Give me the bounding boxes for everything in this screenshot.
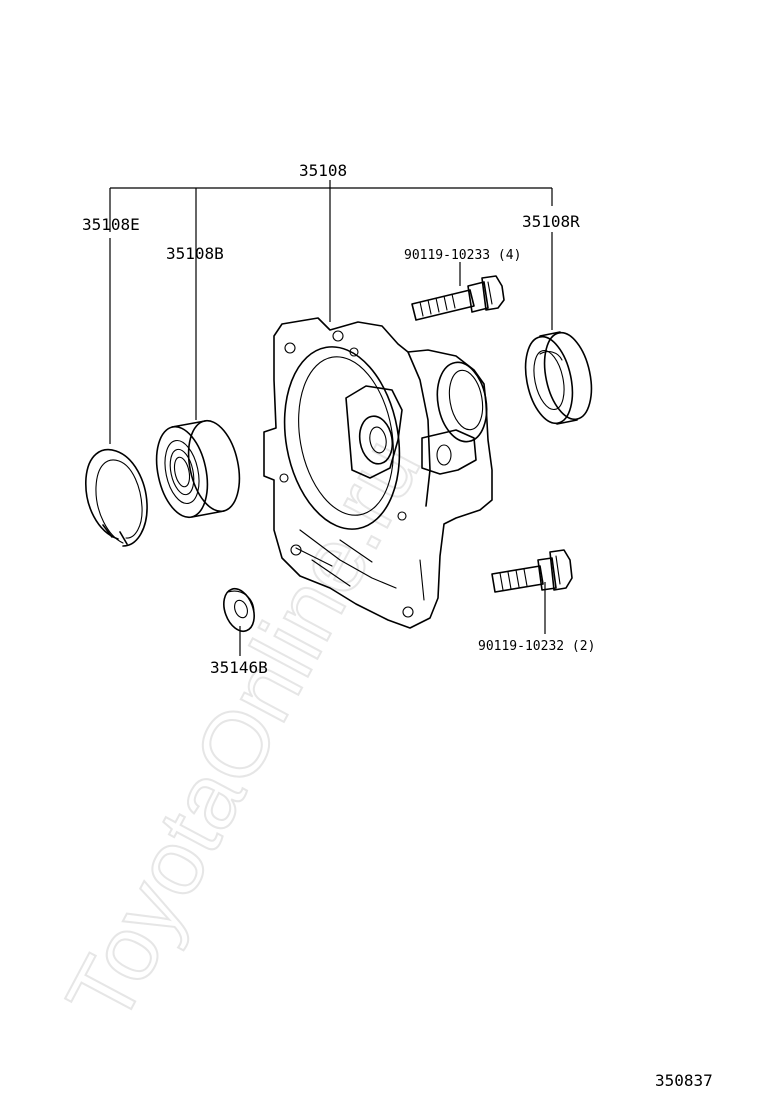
- bolt-lower: [491, 549, 573, 593]
- callout-35108b: 35108B: [166, 244, 224, 263]
- callout-35146b: 35146B: [210, 658, 268, 677]
- diagram-id: 350837: [655, 1071, 713, 1090]
- callout-bolt-upper: 90119-10233 (4): [404, 248, 521, 263]
- snap-ring: [85, 448, 148, 547]
- callout-35108: 35108: [299, 161, 347, 180]
- callout-35108e: 35108E: [82, 215, 140, 234]
- washer: [223, 587, 255, 633]
- ball-bearing: [155, 419, 241, 519]
- transfer-housing: [263, 317, 493, 629]
- callout-bolt-lower: 90119-10232 (2): [478, 639, 595, 654]
- callout-35108r: 35108R: [522, 212, 580, 231]
- leader-lines: [109, 180, 553, 656]
- oil-seal: [524, 331, 593, 425]
- bolt-upper: [411, 275, 505, 321]
